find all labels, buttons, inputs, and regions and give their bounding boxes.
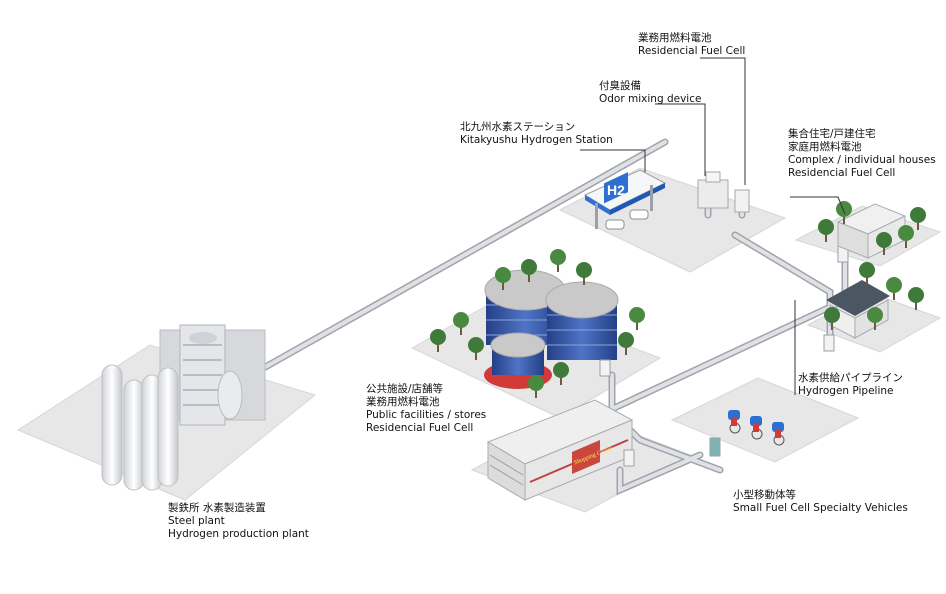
label-jp: 北九州水素ステーション <box>460 121 576 133</box>
label-jp: 集合住宅/戸建住宅 <box>788 128 876 140</box>
tree-icon <box>867 307 883 330</box>
vehicle-icon <box>728 410 741 434</box>
label-jp: 公共施設/店舗等 <box>366 383 444 395</box>
fuel-cell-unit-icon <box>599 359 611 377</box>
hydrogen-tanks <box>101 364 179 491</box>
tree-icon <box>898 225 914 248</box>
tree-icon <box>430 329 446 352</box>
tree-icon <box>553 362 569 385</box>
tree-icon <box>859 262 875 285</box>
label-en: Steel plant <box>168 515 225 527</box>
label-jp: 家庭用燃料電池 <box>788 141 862 153</box>
public-facility <box>484 269 619 389</box>
label-en: Residencial Fuel Cell <box>638 45 746 57</box>
shopping-center: Shopping Center <box>486 399 634 501</box>
tree-icon <box>824 307 840 330</box>
fuel-cell-unit-icon <box>823 334 835 352</box>
tree-icon <box>576 262 592 285</box>
vehicles <box>728 410 785 446</box>
label-en: Public facilities / stores <box>366 409 487 421</box>
h2-sign: H2 <box>607 182 625 198</box>
label-en: Odor mixing device <box>599 93 702 105</box>
tree-icon <box>629 307 645 330</box>
label-en: Hydrogen production plant <box>168 528 309 540</box>
label-public-facilities: 公共施設/店舗等 業務用燃料電池 Public facilities / sto… <box>366 383 486 435</box>
label-en: Hydrogen Pipeline <box>798 385 894 397</box>
tree-icon <box>876 232 892 255</box>
tree-icon <box>818 219 834 242</box>
hydrogen-station: H2 <box>583 169 750 230</box>
tree-icon <box>528 375 544 398</box>
label-odor-mixing: 付臭設備 Odor mixing device <box>599 80 701 106</box>
label-en: Kitakyushu Hydrogen Station <box>460 134 613 146</box>
vehicle-icon <box>750 416 763 440</box>
station-cars <box>605 209 649 230</box>
vehicle-ground <box>670 377 860 463</box>
label-business-fuel-cell: 業務用燃料電池 Residencial Fuel Cell <box>638 32 745 58</box>
label-jp: 水素供給パイプライン <box>798 372 903 384</box>
label-steel-plant: 製鉄所 水素製造装置 Steel plant Hydrogen producti… <box>168 502 309 541</box>
tree-icon <box>886 277 902 300</box>
tree-icon <box>453 312 469 335</box>
label-pipeline: 水素供給パイプライン Hydrogen Pipeline <box>798 372 903 398</box>
label-houses: 集合住宅/戸建住宅 家庭用燃料電池 Complex / individual h… <box>788 128 936 180</box>
tree-icon <box>836 201 852 224</box>
tree-icon <box>495 267 511 290</box>
steel-plant <box>101 324 266 491</box>
label-vehicles: 小型移動体等 Small Fuel Cell Specialty Vehicle… <box>733 489 908 515</box>
tree-icon <box>468 337 484 360</box>
label-jp: 付臭設備 <box>599 80 641 92</box>
label-en: Small Fuel Cell Specialty Vehicles <box>733 502 908 514</box>
tree-icon <box>550 249 566 272</box>
shopping-center-sign-panel <box>572 440 600 474</box>
label-hydrogen-station: 北九州水素ステーション Kitakyushu Hydrogen Station <box>460 121 613 147</box>
label-en: Residencial Fuel Cell <box>788 167 896 179</box>
tree-icon <box>521 259 537 282</box>
tree-icon <box>618 332 634 355</box>
odor-mixing-device <box>697 171 750 213</box>
trees <box>430 201 926 398</box>
h2-sign-panel <box>604 172 628 204</box>
label-jp: 小型移動体等 <box>733 489 796 501</box>
label-jp: 業務用燃料電池 <box>366 396 440 408</box>
tree-icon <box>910 207 926 230</box>
leader-lines <box>580 57 846 395</box>
fuel-cell-unit-icon <box>623 449 635 467</box>
label-jp: 業務用燃料電池 <box>638 32 712 44</box>
label-en: Complex / individual houses <box>788 154 936 166</box>
fuel-cell-units <box>599 245 849 467</box>
fuel-cell-unit-icon <box>709 437 721 457</box>
tree-icon <box>908 287 924 310</box>
vehicle-icon <box>772 422 785 446</box>
label-en: Residencial Fuel Cell <box>366 422 474 434</box>
label-jp: 製鉄所 水素製造装置 <box>168 502 266 514</box>
